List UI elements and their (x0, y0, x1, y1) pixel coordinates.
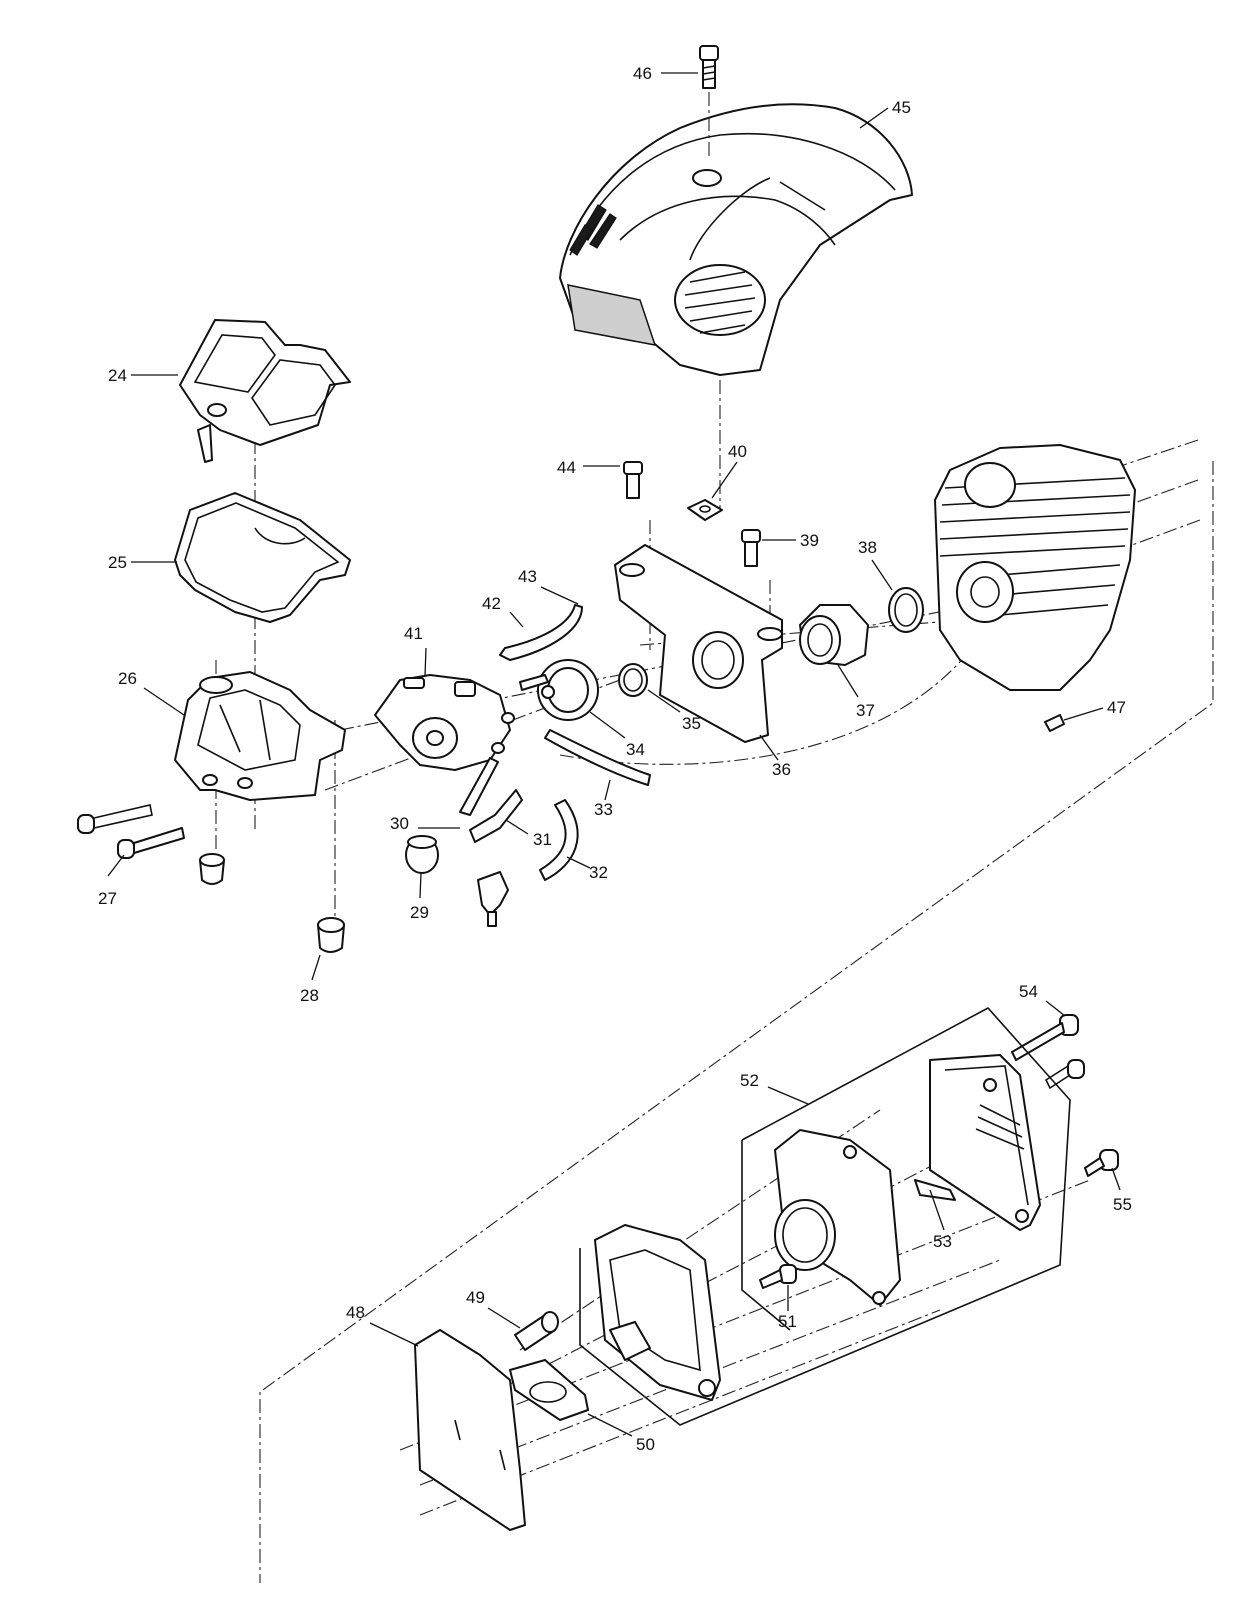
muffler-bolts (759, 1014, 1119, 1289)
tube-49 (514, 1311, 559, 1351)
label-35: 35 (682, 714, 701, 733)
bracket-36 (614, 544, 783, 743)
deflector-53 (914, 1179, 956, 1201)
label-55: 55 (1113, 1195, 1132, 1214)
label-54: 54 (1019, 982, 1038, 1001)
filter-frame-24 (179, 319, 351, 463)
heat-shield-48 (414, 1329, 526, 1531)
gasket-38 (888, 587, 924, 633)
screws-39-44 (623, 461, 761, 567)
filter-25 (174, 492, 351, 623)
muffler-body (774, 1129, 901, 1306)
label-41: 41 (404, 624, 423, 643)
cylinder (934, 444, 1136, 691)
label-32: 32 (589, 863, 608, 882)
intake-flange-37 (799, 604, 869, 666)
label-38: 38 (858, 538, 877, 557)
exhaust-gasket-50 (509, 1359, 589, 1421)
label-52: 52 (740, 1071, 759, 1090)
leader-lines (107, 72, 1121, 1437)
label-31: 31 (533, 830, 552, 849)
label-27: 27 (98, 889, 117, 908)
label-28: 28 (300, 986, 319, 1005)
label-33: 33 (594, 800, 613, 819)
label-40: 40 (728, 442, 747, 461)
bolts-27 (77, 804, 185, 859)
label-46: 46 (633, 64, 652, 83)
label-53: 53 (933, 1232, 952, 1251)
label-25: 25 (108, 553, 127, 572)
label-45: 45 (892, 98, 911, 117)
carburetor-41 (374, 674, 515, 771)
label-43: 43 (518, 567, 537, 586)
hoses (459, 729, 651, 881)
label-50: 50 (636, 1435, 655, 1454)
screw-47 (1044, 714, 1065, 732)
top-cover-45 (559, 103, 913, 376)
nut-40 (687, 499, 723, 521)
air-filter-base-26 (174, 671, 346, 801)
label-30: 30 (390, 814, 409, 833)
muffler-shell (594, 1224, 721, 1401)
clip-43 (499, 604, 583, 691)
label-37: 37 (856, 701, 875, 720)
part-labels: 24 25 26 27 28 29 30 31 32 33 34 35 36 3… (98, 64, 1132, 1454)
label-29: 29 (410, 903, 429, 922)
grommets-28 (199, 853, 345, 953)
label-48: 48 (346, 1303, 365, 1322)
label-47: 47 (1107, 698, 1126, 717)
label-51: 51 (778, 1312, 797, 1331)
label-49: 49 (466, 1288, 485, 1307)
label-24: 24 (108, 366, 127, 385)
label-34: 34 (626, 740, 645, 759)
kit-outlines (579, 1006, 1071, 1426)
label-36: 36 (772, 760, 791, 779)
label-26: 26 (118, 669, 137, 688)
seal-ring-35 (618, 663, 648, 697)
fuel-pickup (477, 871, 509, 927)
intake-ring-34 (537, 659, 599, 721)
muffler-cover-52 (929, 1054, 1041, 1231)
label-44: 44 (557, 458, 576, 477)
label-42: 42 (482, 594, 501, 613)
primer-bulb-29 (405, 835, 439, 874)
screw-46 (699, 45, 719, 160)
label-39: 39 (800, 531, 819, 550)
